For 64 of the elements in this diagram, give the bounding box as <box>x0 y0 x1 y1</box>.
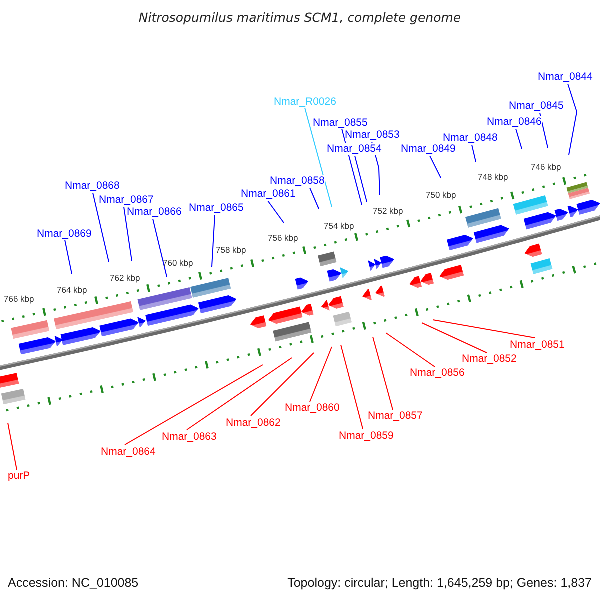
scale-label: 752 kbp <box>373 206 404 216</box>
leader-line <box>304 108 332 208</box>
gene-label: Nmar_0854 <box>327 143 382 155</box>
accession-text: Accession: NC_010085 <box>8 576 139 590</box>
leader-line <box>186 358 292 430</box>
scale-label: 766 kbp <box>4 294 34 304</box>
leader-line <box>268 200 284 224</box>
gene-label: Nmar_0862 <box>226 417 281 429</box>
leader-line <box>340 344 364 430</box>
gene-label: Nmar_0857 <box>368 410 423 422</box>
gene-label: Nmar_0867 <box>99 194 154 206</box>
scale-label: 756 kbp <box>268 233 298 243</box>
gene-label: Nmar_0852 <box>462 353 517 365</box>
gene-label: Nmar_R0026 <box>274 96 336 108</box>
leader-line <box>124 206 132 262</box>
gene-label: Nmar_0863 <box>162 431 217 443</box>
leader-line <box>354 156 368 202</box>
leader-line <box>64 240 72 274</box>
leader-line <box>568 84 578 156</box>
scale-label: 762 kbp <box>110 273 140 283</box>
leader-line <box>310 346 332 402</box>
leader-line <box>472 144 476 162</box>
leader-line <box>212 214 216 268</box>
scale-label: 750 kbp <box>426 190 456 200</box>
gene-label: purP <box>8 470 30 482</box>
gene-label: Nmar_0868 <box>65 180 120 192</box>
gene-label: Nmar_0846 <box>487 116 542 128</box>
leader-line <box>372 336 394 410</box>
leader-line <box>250 352 314 416</box>
scale-label: 754 kbp <box>324 221 354 231</box>
scale-label: 758 kbp <box>216 245 246 255</box>
scale-label: 746 kbp <box>531 162 562 172</box>
leader-line <box>432 320 536 338</box>
leader-line <box>124 364 264 446</box>
leader-line <box>422 322 488 354</box>
gene-label: Nmar_0864 <box>101 446 156 458</box>
gene-label: Nmar_0861 <box>241 188 296 200</box>
gene-label: Nmar_0858 <box>270 175 325 187</box>
leader-line <box>516 128 522 150</box>
scale-label: 764 kbp <box>57 285 88 295</box>
gene-label: Nmar_0855 <box>313 117 368 129</box>
genome-info-text: Topology: circular; Length: 1,645,259 bp; Genes: 1,837 <box>288 576 592 590</box>
leader-line <box>152 218 168 278</box>
leader-line <box>386 332 436 368</box>
gene-label: Nmar_0860 <box>285 402 340 414</box>
gene-label: Nmar_0851 <box>510 339 565 351</box>
gene-label: Nmar_0848 <box>443 132 498 144</box>
leader-line <box>540 112 548 148</box>
gene-label: Nmar_0845 <box>509 100 564 112</box>
gene-label: Nmar_0859 <box>339 430 394 442</box>
gene-label: Nmar_0856 <box>410 367 465 379</box>
gene-label: Nmar_0866 <box>127 206 182 218</box>
title: Nitrosopumilus maritimus SCM1, complete genome <box>138 10 462 25</box>
gene-label: Nmar_0849 <box>401 143 456 155</box>
scale-label: 760 kbp <box>163 258 194 268</box>
gene-label: Nmar_0865 <box>189 202 244 214</box>
scale-label: 748 kbp <box>478 172 508 182</box>
leader-line <box>310 188 320 210</box>
leader-line <box>92 192 110 262</box>
leader-line <box>430 156 442 178</box>
leader-line <box>8 422 18 470</box>
gene-label: Nmar_0853 <box>345 129 400 141</box>
gene-label: Nmar_0844 <box>538 71 593 83</box>
gene-label: Nmar_0869 <box>37 228 92 240</box>
